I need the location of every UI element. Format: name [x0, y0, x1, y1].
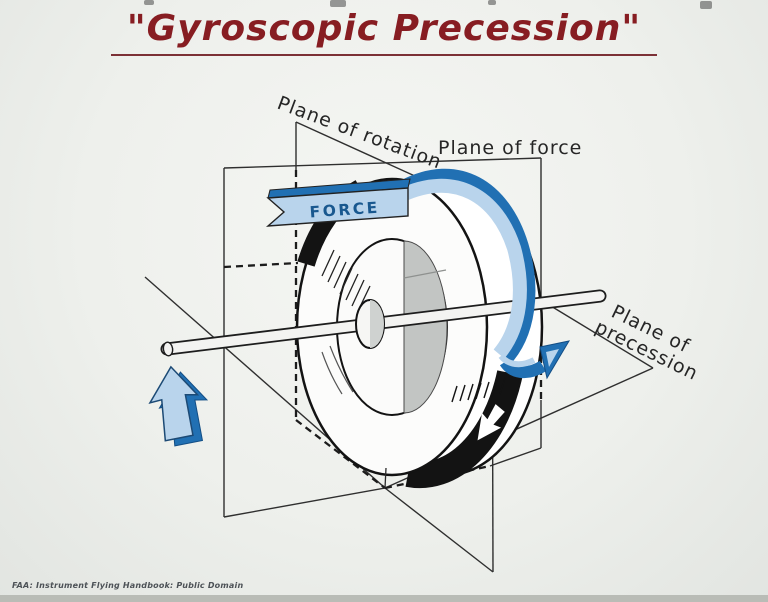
plane-of-force-label: Plane of force	[438, 137, 582, 159]
rim-shading-arcs	[321, 345, 354, 395]
force-banner-ribbon	[265, 187, 409, 227]
tread-rotation-arrow	[477, 404, 505, 441]
wheel-tread-bottom	[405, 370, 523, 489]
slide-title: "Gyroscopic Precession"	[0, 8, 768, 56]
curved-force-arrow	[397, 168, 571, 380]
force-arrowhead	[539, 340, 571, 380]
page-title: "Gyroscopic Precession"	[110, 8, 658, 56]
force-banner: FORCE	[265, 178, 411, 227]
wheel-junction-tick	[384, 467, 387, 489]
artifact-mark	[700, 1, 712, 9]
bottom-bar	[0, 595, 768, 602]
axle-end-cap	[162, 341, 174, 357]
rim-hatch-lines	[321, 249, 371, 312]
artifact-mark	[330, 0, 346, 7]
plane-of-precession-label: Plane of precession	[591, 301, 701, 385]
force-banner-label: FORCE	[309, 199, 380, 222]
attribution-text: FAA: Instrument Flying Handbook: Public …	[12, 581, 244, 590]
artifact-mark	[488, 0, 496, 5]
artifact-mark	[144, 0, 154, 5]
up-arrow-3d	[148, 365, 209, 447]
wheel-hub	[355, 299, 385, 349]
wheel-web-gray	[403, 240, 448, 414]
plane-of-rotation-label: Plane of rotation	[274, 92, 445, 174]
tread-hatch-lines	[451, 377, 506, 403]
